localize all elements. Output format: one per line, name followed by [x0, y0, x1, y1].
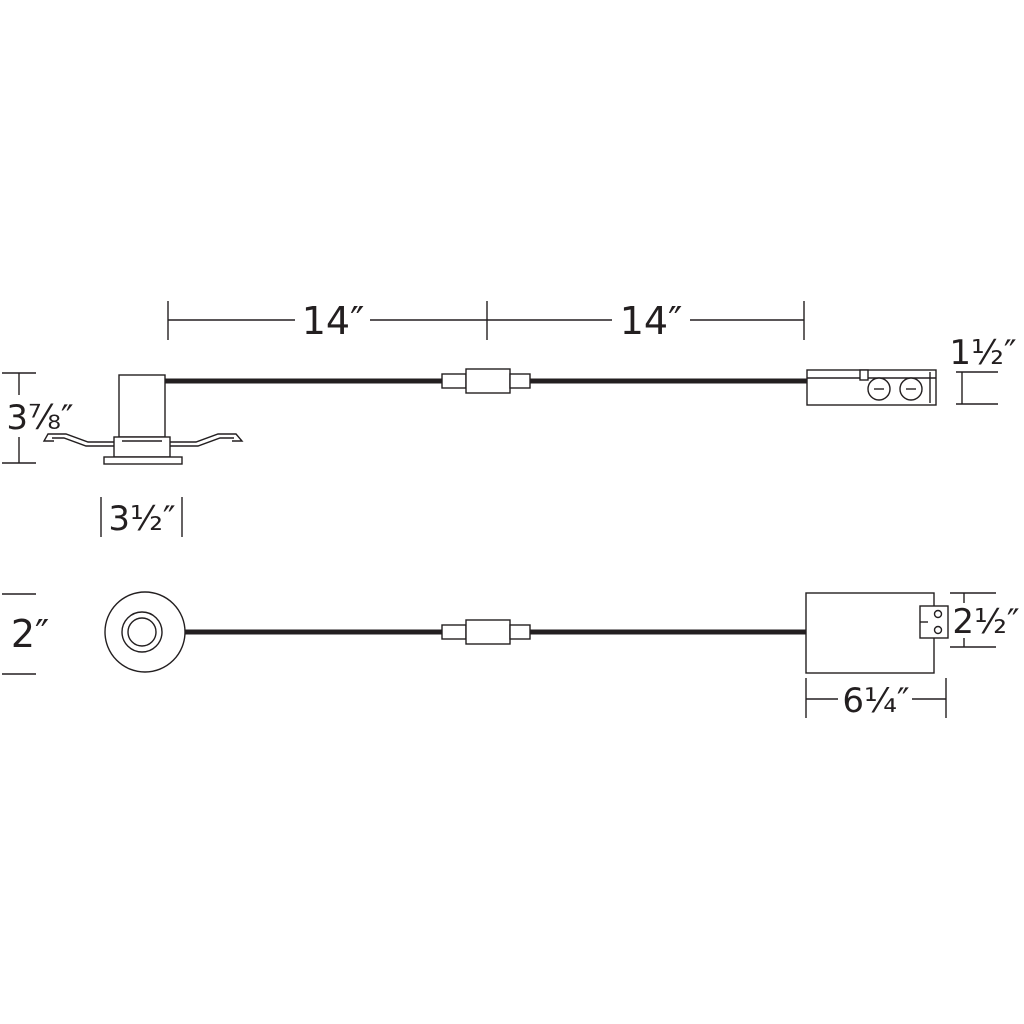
inline-connector-top — [441, 619, 531, 645]
top-cable — [185, 619, 806, 645]
housing-height-dimension: 3⅞″ — [2, 372, 74, 464]
cable-left-length-label: 14″ — [302, 299, 365, 343]
cable-length-dimension: 14″ 14″ — [167, 299, 805, 343]
junction-box-side — [806, 369, 937, 406]
junction-box-length-dimension: 6¼″ — [805, 678, 947, 721]
junction-box-width-label: 2½″ — [952, 602, 1019, 642]
junction-box-top — [805, 592, 949, 674]
inline-connector — [441, 368, 531, 394]
housing-width-label: 3½″ — [108, 499, 175, 539]
side-cable — [165, 368, 807, 394]
cable-right-length-label: 14″ — [620, 299, 683, 343]
junction-box-height-dimension: 1½″ — [949, 333, 1017, 405]
trim-diameter-label: 2″ — [11, 612, 49, 656]
recessed-housing — [42, 374, 244, 465]
junction-box-height-label: 1½″ — [949, 333, 1016, 373]
housing-width-dimension: 3½″ — [100, 497, 183, 539]
housing-height-label: 3⅞″ — [6, 398, 73, 438]
top-view: 2″ — [2, 591, 1020, 721]
junction-box-width-dimension: 2½″ — [950, 592, 1020, 648]
trim-diameter-dimension: 2″ — [2, 593, 49, 675]
round-trim — [104, 591, 186, 673]
junction-box-length-label: 6¼″ — [842, 681, 909, 721]
side-view: 14″ 14″ 3⅞″ 3½″ — [2, 299, 1017, 539]
